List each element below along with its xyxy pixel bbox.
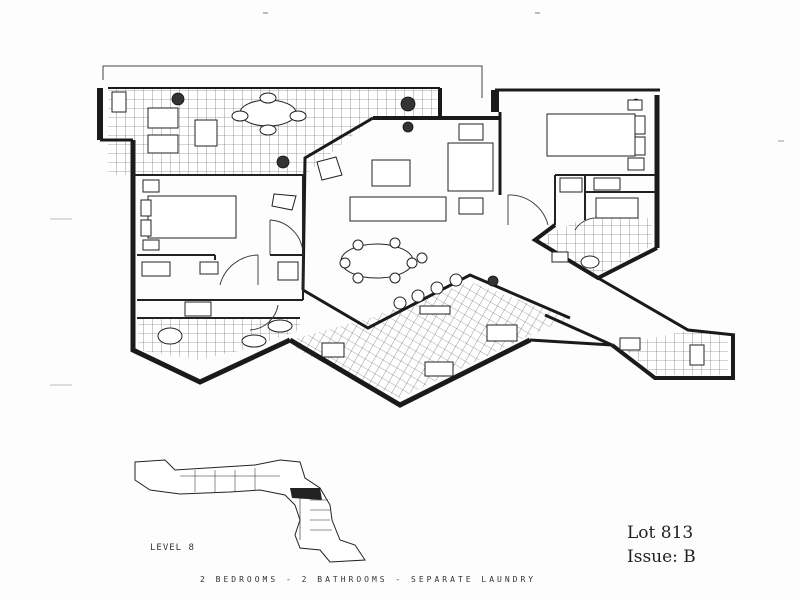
key-plan <box>134 459 366 563</box>
unit-caption: 2 BEDROOMS - 2 BATHROOMS - SEPARATE LAUN… <box>200 575 537 584</box>
kitchen-fixtures <box>321 273 518 377</box>
tiled-floor-areas <box>108 88 728 398</box>
level-label: LEVEL 8 <box>150 543 195 553</box>
lot-info: Lot 813 Issue: B <box>627 521 696 569</box>
bathroom-2-tiles <box>138 318 300 360</box>
interior-walls <box>133 174 657 319</box>
lot-highlight <box>290 488 322 500</box>
exterior-walls <box>97 87 736 408</box>
door-swings <box>219 194 599 331</box>
laundry-fixtures <box>619 337 705 366</box>
ensuite-tiles <box>535 218 652 275</box>
laundry-tiles <box>620 330 728 375</box>
plant-symbols <box>171 92 641 287</box>
bedroom-1-furniture <box>546 99 646 269</box>
bedroom-2-furniture <box>140 179 299 348</box>
kitchen-tiles <box>290 282 570 398</box>
balcony-furniture <box>111 91 307 154</box>
lot-number: Lot 813 <box>627 523 694 543</box>
issue-label: Issue: B <box>627 547 696 567</box>
paper-marks <box>50 12 784 386</box>
living-furniture <box>316 123 494 284</box>
top-balcony-outline <box>102 65 483 98</box>
